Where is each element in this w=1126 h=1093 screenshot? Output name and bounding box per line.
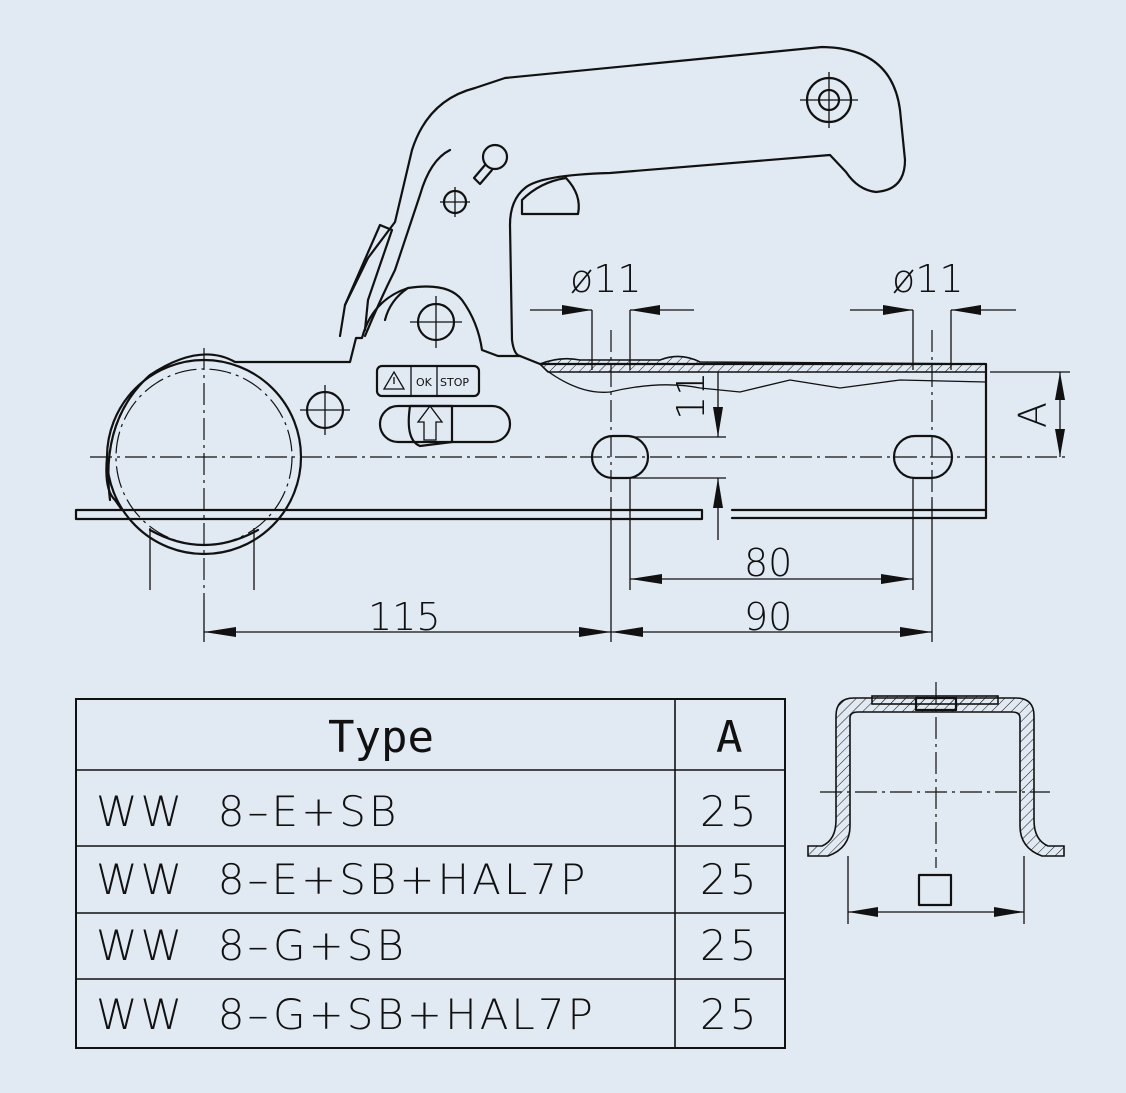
lever-inner-edge [363,148,452,338]
up-arrow-icon [416,404,444,441]
table-row-1-a: 25 [700,787,759,836]
warning-icon [382,370,406,390]
section-u-profile [807,697,1065,857]
table-row-4-a: 25 [700,990,759,1039]
lever-eye-hole [800,72,858,128]
rivet-hole [300,385,350,435]
indicator-ok-label: OK [416,376,433,389]
dim-height-a: A [1011,402,1055,428]
table-row-1-type: WW 8–E+SB [96,787,399,836]
table-row-2-a: 25 [700,855,759,904]
table-row-4-type: WW 8–G+SB+HAL7P [96,990,596,1039]
socket-front-lip [105,455,124,512]
lever-handle [338,45,907,358]
type-table: Type A WW 8–E+SB 25 WW 8–E+SB+HAL7P 25 W… [75,698,786,1049]
coupling-side-view: OK STOP [74,45,1066,600]
dim-slot-height: 11 [669,372,713,420]
square-profile-symbol [917,873,953,907]
dim-spacing-80: 80 [744,541,792,585]
safety-latch [343,223,394,332]
bottom-plate [74,508,704,521]
indicator-stop-label: STOP [440,376,469,389]
table-header-type: Type [328,712,434,763]
drawbar-cross-section [807,682,1065,924]
wear-indicator-slider [378,404,512,448]
drawbar-top-section [538,355,987,373]
ok-stop-indicator: OK STOP [375,364,481,398]
pivot-hole [410,296,462,348]
lever-pawl [520,176,580,216]
slot-hole-right [892,434,954,480]
lever-small-hole [440,187,470,217]
table-row-2-type: WW 8–E+SB+HAL7P [96,855,588,904]
dim-offset-115: 115 [368,595,441,639]
table-header-a: A [716,712,743,763]
table-row-3-type: WW 8–G+SB [96,921,407,970]
pivot-boss [383,286,410,322]
dim-hole-dia-left: ø11 [570,257,642,301]
table-row-3-a: 25 [700,921,759,970]
dim-hole-dia-right: ø11 [892,257,964,301]
keyhole-lock [472,143,509,186]
dimension-lines: ø11 ø11 11 A 80 [203,257,1070,642]
break-line [545,369,987,393]
dim-spacing-90: 90 [744,595,792,639]
body-contour [107,285,988,520]
